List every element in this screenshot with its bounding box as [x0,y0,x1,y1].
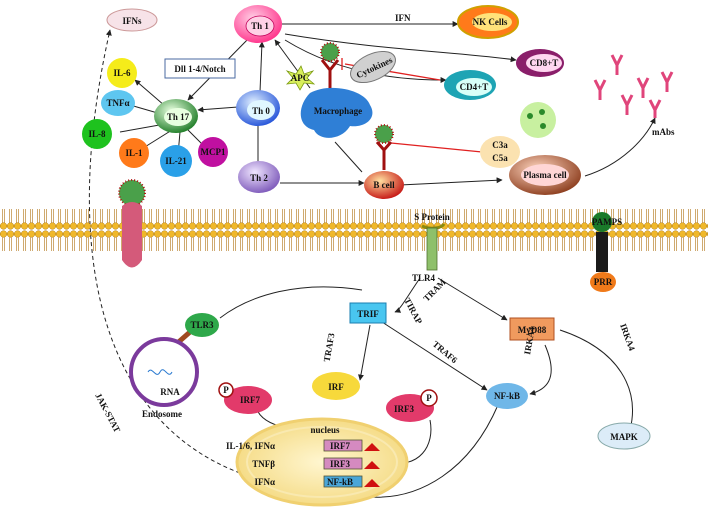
irf-label: IRF [328,382,344,392]
nfkb-label: NF-kB [494,391,520,401]
irf7-node: P IRF7 [218,382,272,414]
cd4-label: CD4+T [460,82,489,92]
ifns-label: IFNs [122,16,141,26]
box-irf7-label: IRF7 [330,441,350,451]
cd8-label: CD8+T [530,58,559,68]
prr-label: PRR [594,277,613,287]
mcp1-label: MCP1 [201,147,226,157]
trif-box: TRIF [349,302,387,324]
b-cell-label: B cell [373,180,395,190]
ifn-arrow-label: IFN [395,13,411,23]
th2-label: Th 2 [250,173,268,183]
il21-label: IL-21 [165,156,187,166]
nucleus: nucleus IRF7 IRF3 NF-kB [235,417,409,507]
plasma-label: Plasma cell [523,170,567,180]
p3-label: P [426,393,432,403]
output-tnfb: TNFβ [252,459,275,469]
virus-on-macrophage [320,42,340,90]
il1-label: IL-1 [125,148,143,158]
b-cell: B cell [364,124,404,199]
traf6-label: TRAF6 [431,339,460,366]
macrophage-cell: Macrophage [300,87,373,138]
mabs-label: mAbs [652,127,675,137]
nfkb-node: NF-kB [486,383,528,409]
myd88-label: MyD88 [518,325,547,335]
apc-label: APC [291,73,310,83]
mapk-label: MAPK [610,432,638,442]
tlr4-label: TLR4 [412,273,436,283]
s-protein: S Protein TLR4 [412,212,450,283]
endosome: RNA Endosome [129,337,199,419]
il8-label: IL-8 [88,129,106,139]
prr-receptor: PRR PAMPS [590,212,622,292]
irka4-right-label: IRKA4 [618,322,637,352]
cytokine-bubbles: IL-6 TNFα IL-8 IL-1 IL-21 MCP1 [82,58,228,177]
dll-notch-box: Dll 1-4/Notch [164,58,236,79]
tnfa-label: TNFα [106,98,129,108]
nucleus-label: nucleus [310,425,340,435]
irka4-mid-label: IRKA4 [522,326,537,356]
th17-label: Th 17 [167,112,190,122]
irf3-label: IRF3 [394,404,414,414]
nfkb-gene: NF-kB [323,475,380,488]
irf-center: IRF [312,372,360,400]
mapk-node: MAPK [597,422,651,450]
p7-label: P [223,385,229,395]
jak-stat-label: JAK-STAT [93,391,122,434]
pamps-label: PAMPS [592,217,622,227]
c5a-label: C5a [492,153,508,163]
cd8-cell: CD8+T [516,49,564,77]
il6-label: IL-6 [113,68,131,78]
irf7-label: IRF7 [240,395,260,405]
th0-cell: Th 0 [236,90,280,126]
endosome-label: Endosome [142,409,182,419]
c3a-label: C3a [492,140,508,150]
th17-cell: Th 17 [154,99,198,133]
output-il16-ifna: IL-1/6, IFNα [226,441,275,451]
nk-label: NK Cells [473,17,508,27]
traf3-label: TRAF3 [322,332,337,363]
ifns-node: IFNs [106,8,158,32]
plasma-cell: Plasma cell [509,155,581,195]
complement: C3a C5a [480,102,556,168]
irf3-node: P IRF3 [386,389,438,422]
macrophage-label: Macrophage [314,106,362,116]
th1-cell: Th 1 [234,5,282,43]
irf3-gene: IRF3 [323,457,380,470]
antibodies [593,54,674,118]
trif-label: TRIF [357,309,379,319]
nk-cells: NK Cells [457,5,519,39]
th1-label: Th 1 [251,21,269,31]
apc-star: APC [285,65,316,91]
box-irf3-label: IRF3 [330,459,350,469]
th0-label: Th 0 [252,106,270,116]
s-protein-label: S Protein [414,212,450,222]
box-nfkb-label: NF-kB [327,477,353,487]
cytokines-cloud: Cytokines [350,50,396,84]
irf7-gene: IRF7 [323,439,380,452]
cd4-cell: CD4+T [444,70,496,100]
tirap-label: TIRAP [402,296,424,326]
cell-membrane [0,205,708,251]
output-ifna: IFNα [254,477,275,487]
rna-label: RNA [160,387,180,397]
th2-cell: Th 2 [238,161,280,193]
tlr3-label: TLR3 [190,320,214,330]
dll-label: Dll 1-4/Notch [174,64,225,74]
myd88-box: MyD88 [509,317,555,341]
ace2-receptor [118,179,146,268]
